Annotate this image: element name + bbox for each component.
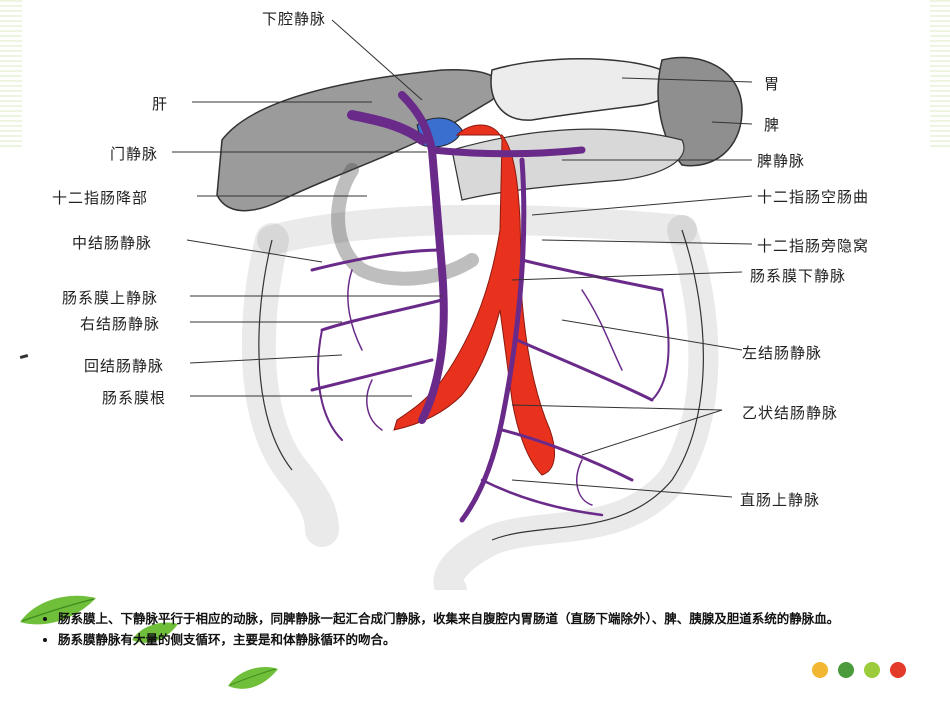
leader-lines [172, 19, 753, 498]
label-inferior-mesenteric-vein: 肠系膜下静脉 [750, 267, 847, 285]
leaf-icon [20, 595, 96, 625]
leaf-icon [132, 622, 178, 643]
notes-text: 肠系膜上、下静脉平行于相应的动脉，同脾静脉一起汇合成门静脉，收集来自腹腔内胃肠道… [40, 610, 920, 652]
dot-icon [890, 662, 906, 678]
vein-network [310, 91, 670, 523]
label-left-colic-vein: 左结肠静脉 [742, 344, 823, 362]
descending-colon-shape [433, 215, 719, 590]
colon-outline-right [491, 229, 704, 541]
label-ileocolic-vein: 回结肠静脉 [84, 357, 165, 375]
label-superior-rectal-vein: 直肠上静脉 [740, 491, 821, 509]
pancreas-shape [451, 128, 685, 201]
dot-icon [812, 662, 828, 678]
label-superior-mesenteric-vein: 肠系膜上静脉 [62, 289, 159, 307]
label-splenic-vein: 脾静脉 [757, 152, 806, 170]
label-mesenteric-root: 肠系膜根 [102, 389, 167, 407]
liver-shape [216, 69, 501, 212]
leaf-icon [228, 667, 278, 689]
label-sigmoid-veins: 乙状结肠静脉 [742, 404, 839, 422]
anatomy-drawing [172, 19, 753, 590]
dot-icon [838, 662, 854, 678]
colon-outline-left [258, 239, 293, 471]
note-item: 肠系膜上、下静脉平行于相应的动脉，同脾静脉一起汇合成门静脉，收集来自腹腔内胃肠道… [58, 610, 920, 627]
label-spleen: 脾 [764, 116, 781, 134]
label-portal-vein: 门静脉 [110, 145, 159, 163]
anatomy-illustration: 下腔静脉 肝 门静脉 十二指肠降部 中结肠静脉 肠系膜上静脉 右结肠静脉 回结肠… [22, 0, 930, 590]
ascending-colon-shape [241, 223, 339, 547]
label-paraduodenal-fossa: 十二指肠旁隐窝 [757, 237, 870, 255]
dot-icon [864, 662, 880, 678]
label-liver: 肝 [152, 95, 169, 113]
label-stomach: 胃 [764, 75, 781, 93]
stomach-shape [490, 58, 674, 121]
transverse-colon-shape [257, 204, 697, 255]
label-descending-duodenum: 十二指肠降部 [52, 189, 149, 207]
label-inferior-vena-cava: 下腔静脉 [262, 10, 327, 28]
label-middle-colic-vein: 中结肠静脉 [72, 234, 153, 252]
artery-shape [393, 124, 555, 476]
note-item: 肠系膜静脉有大量的侧支循环，主要是和体静脉循环的吻合。 [58, 631, 920, 648]
decorative-dots [812, 662, 912, 680]
label-right-colic-vein: 右结肠静脉 [80, 315, 161, 333]
label-duodenojejunal-flexure: 十二指肠空肠曲 [757, 188, 870, 206]
